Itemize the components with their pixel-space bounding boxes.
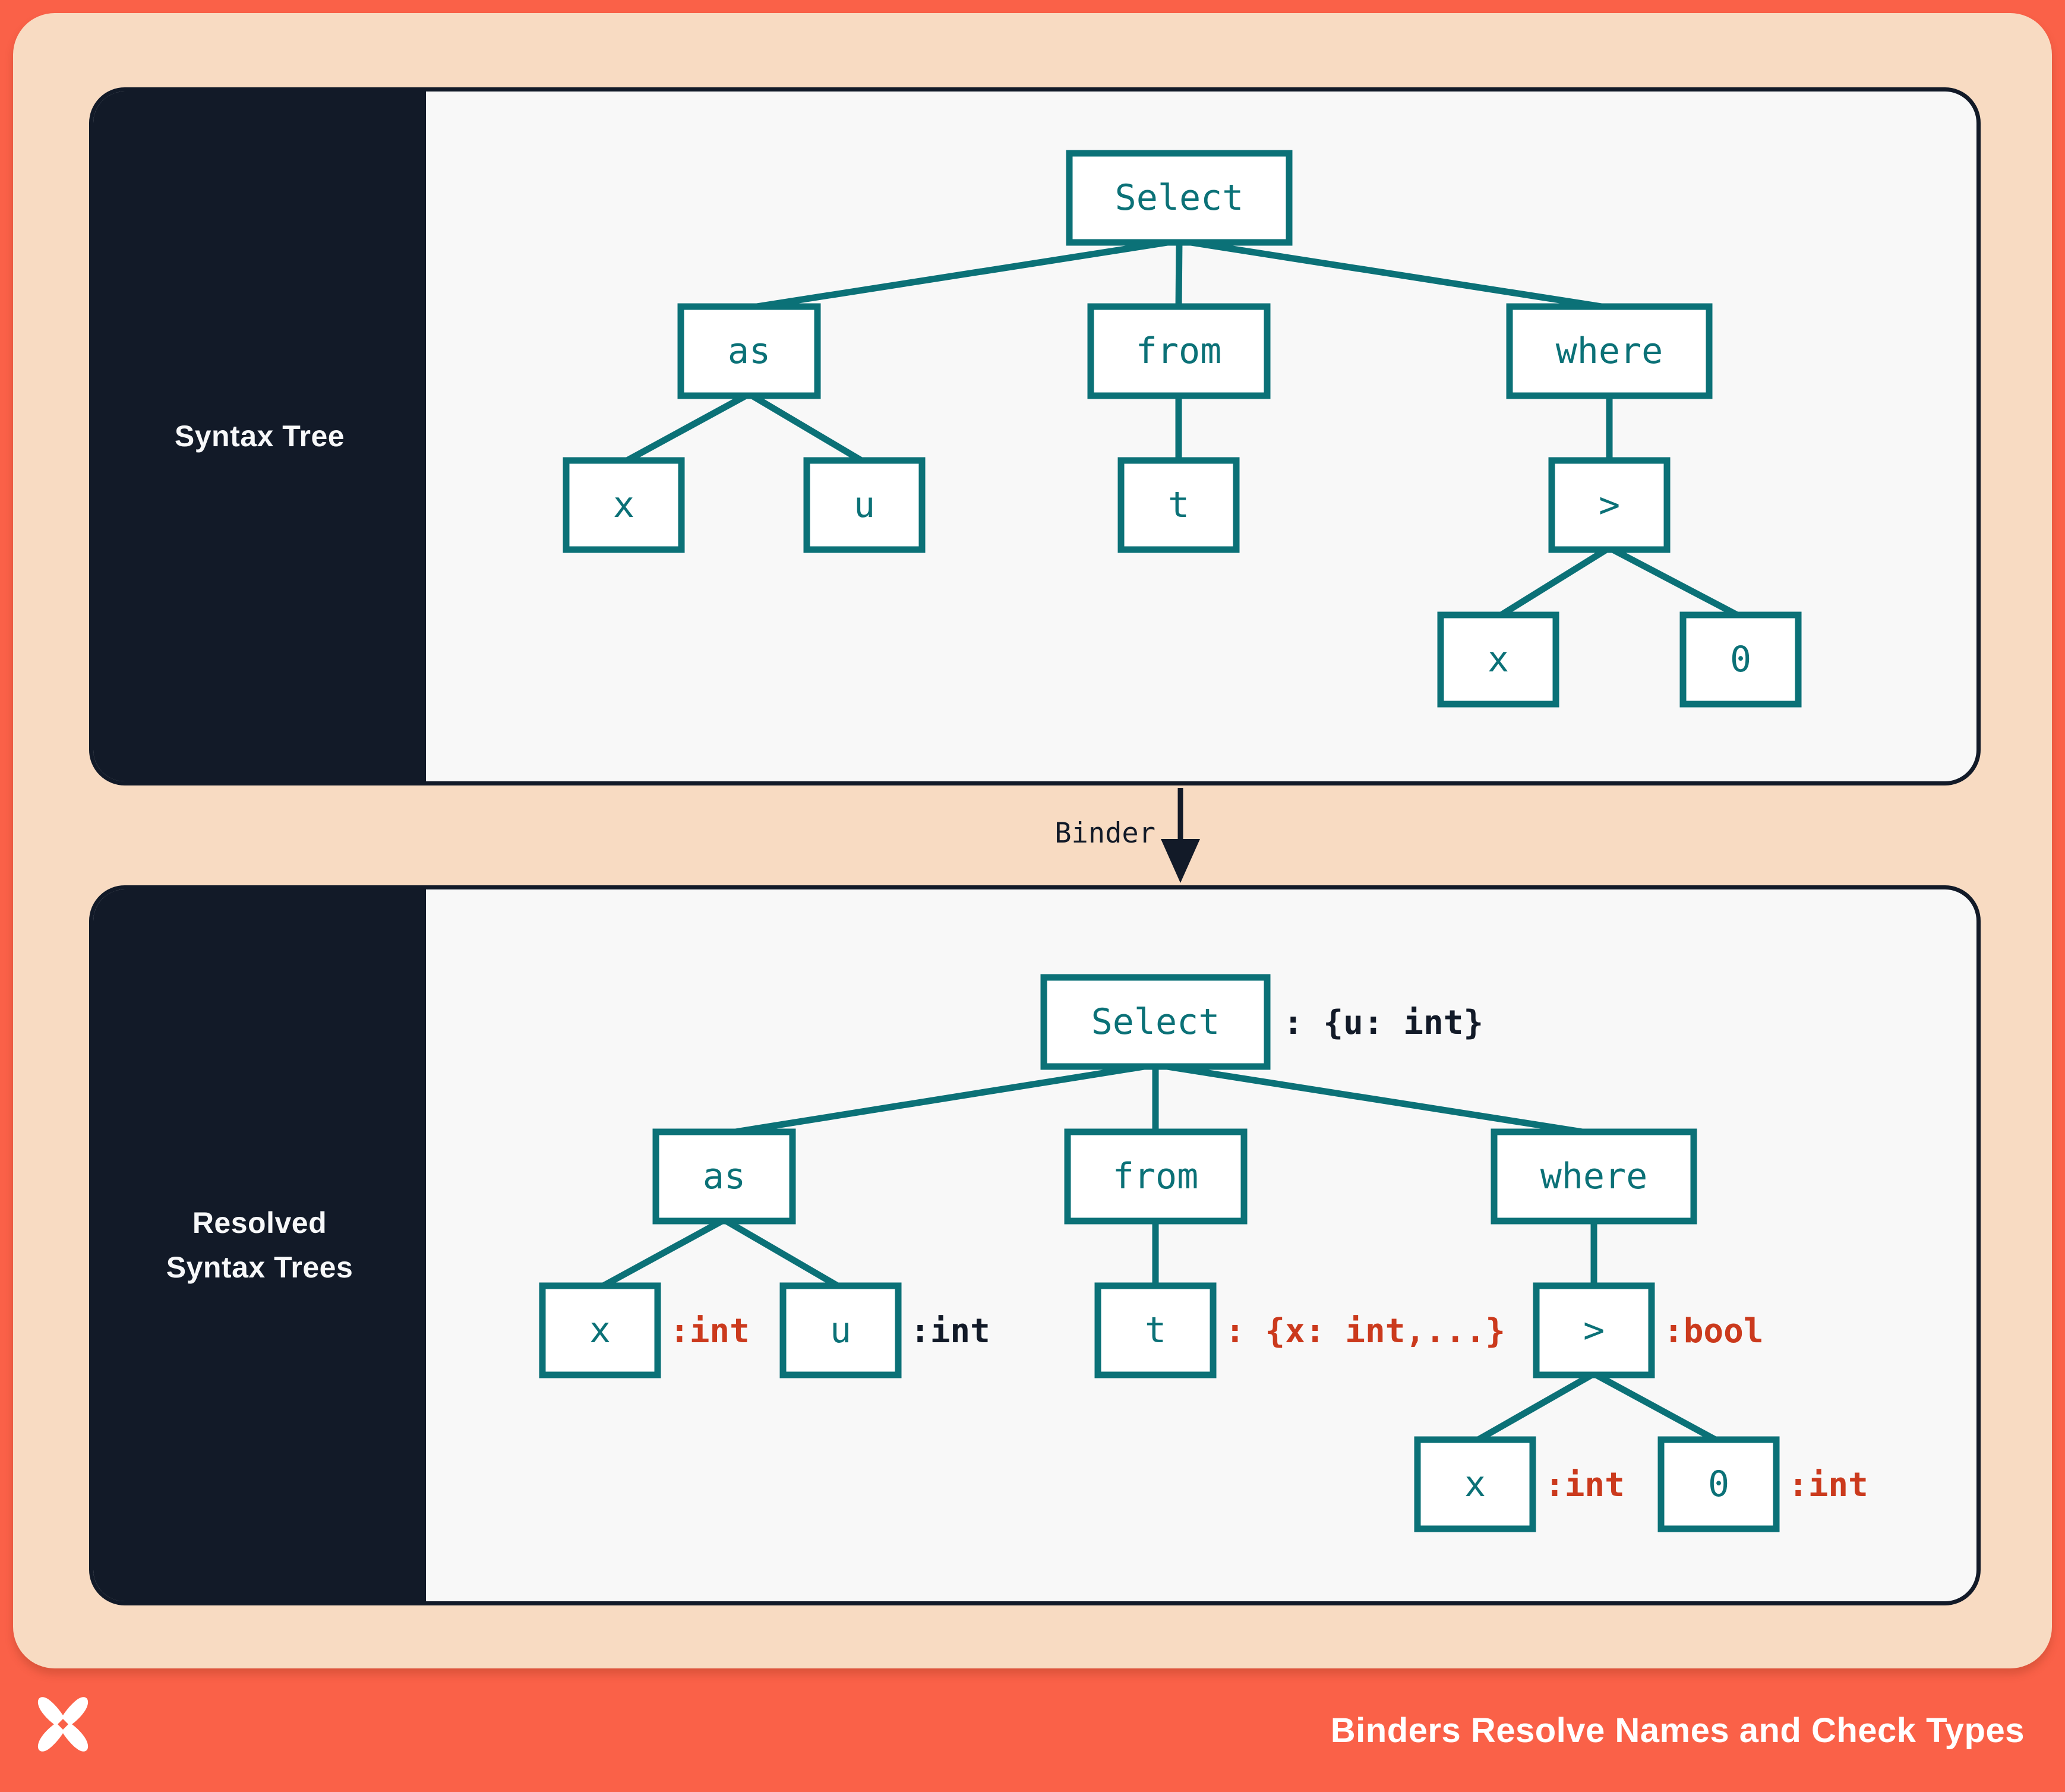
resolved-syntax-trees-panel: Resolved Syntax Trees <box>89 885 1981 1605</box>
syntax-tree-sidebar: Syntax Tree <box>93 92 426 781</box>
syntax-tree-panel: Syntax Tree <box>89 87 1981 785</box>
resolved-title-line1: Resolved <box>192 1206 327 1239</box>
resolved-syntax-trees-panel-title: Resolved Syntax Trees <box>166 1201 353 1290</box>
footer-title: Binders Resolve Names and Check Types <box>1330 1711 2025 1750</box>
resolved-syntax-trees-sidebar: Resolved Syntax Trees <box>93 889 426 1601</box>
syntax-tree-panel-title: Syntax Tree <box>174 419 345 453</box>
resolved-title-line2: Syntax Trees <box>166 1251 353 1284</box>
footer-bar: Binders Resolve Names and Check Types <box>0 1668 2065 1792</box>
brand-x-logo-icon <box>37 1697 89 1752</box>
